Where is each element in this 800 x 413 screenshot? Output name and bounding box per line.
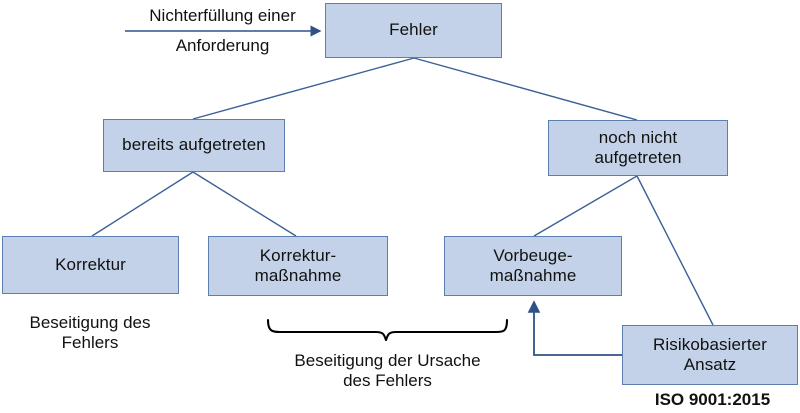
node-fehler[interactable]: Fehler (325, 3, 502, 58)
caption-beseitigung-der-ursache: Beseitigung der Ursache des Fehlers (294, 351, 481, 391)
connector-bereits-korrektur (91, 171, 194, 237)
node-risikobasierter-ansatz[interactable]: Risikobasierter Ansatz (622, 325, 798, 385)
node-bereits-aufgetreten[interactable]: bereits aufgetreten (103, 119, 285, 172)
node-korrekturmassnahme[interactable]: Korrektur- maßnahme (208, 236, 388, 296)
caption-beseitigung-des-fehlers: Beseitigung des Fehlers (29, 313, 151, 353)
connector-fehler-nochnicht (413, 57, 638, 121)
input-arrow-label-line2: Anforderung (175, 36, 270, 55)
input-arrow-label-line1: Nichterfüllung einer (149, 6, 296, 25)
connector-bereits-korrekturmassnahme (192, 171, 297, 237)
node-noch-nicht-aufgetreten[interactable]: noch nicht aufgetreten (548, 120, 728, 176)
connector-nochnicht-risiko (636, 175, 714, 326)
curly-brace (266, 318, 509, 342)
caption-iso-standard: ISO 9001:2015 (654, 390, 771, 409)
node-korrektur[interactable]: Korrektur (2, 236, 179, 294)
arrow-risiko-vorbeugemassnahme (527, 300, 622, 356)
node-vorbeugemassnahme[interactable]: Vorbeuge- maßnahme (444, 236, 622, 296)
connector-fehler-bereits (192, 57, 415, 120)
connector-nochnicht-vorbeugemassnahme (533, 175, 638, 237)
